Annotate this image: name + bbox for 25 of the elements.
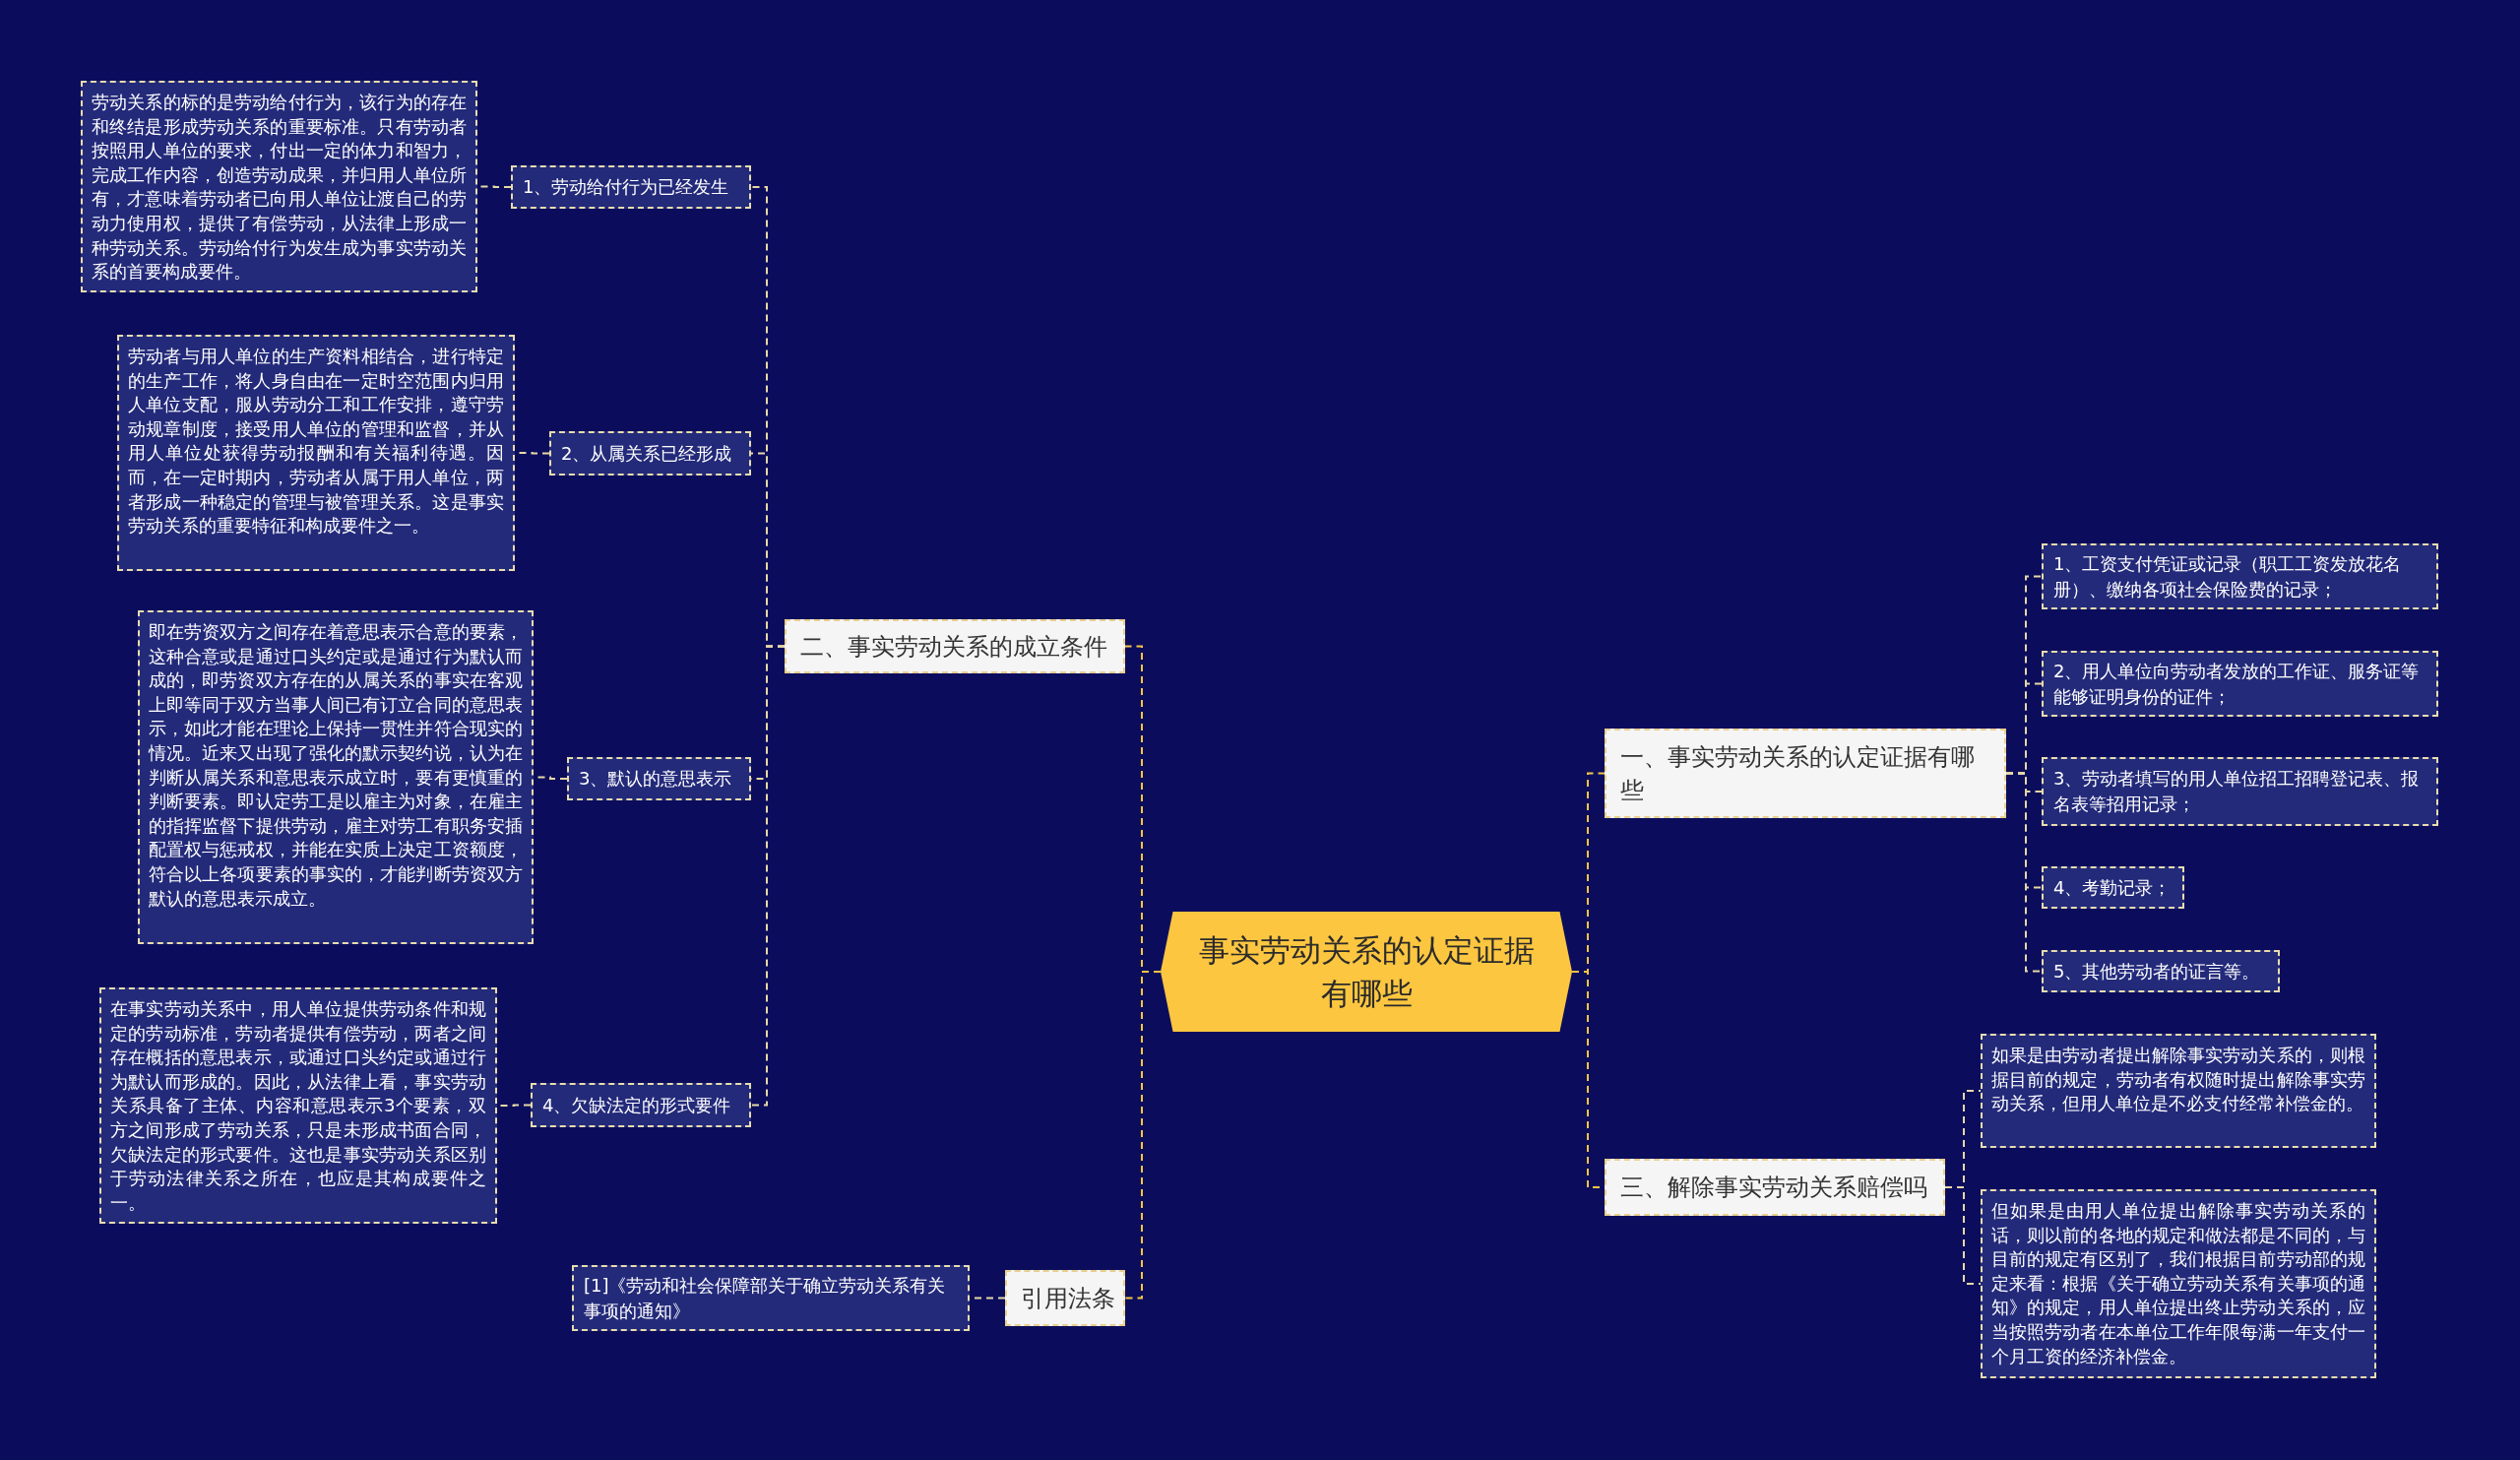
- connector-line: [750, 645, 786, 1107]
- branch-box: 引用法条: [1005, 1270, 1125, 1326]
- connector-line: [1944, 1186, 1982, 1285]
- subtopic-box: 2、从属关系已经形成: [549, 431, 751, 476]
- branch-box: 二、事实劳动关系的成立条件: [785, 619, 1125, 673]
- detail-box: 在事实劳动关系中，用人单位提供劳动条件和规定的劳动标准，劳动者提供有偿劳动，两者之间存在概括的意思表示，或通过口头约定或通过行为默认而形成的。因此，从法律上看，事实劳动关系具备了主体、内容和意思表示3个要素，双方之间形成了劳动关系，只是未形成书面合同，欠缺法定的形式要件。这也是事实劳动关系区别于劳动法律关系之所在，也应是其构成要件之一。: [99, 987, 497, 1224]
- evidence-box: 4、考勤记录；: [2042, 866, 2184, 909]
- detail-box: 如果是由劳动者提出解除事实劳动关系的，则根据目前的规定，劳动者有权随时提出解除事实劳动关系，但用人单位是不必支付经常补偿金的。: [1981, 1034, 2376, 1148]
- evidence-box: 5、其他劳动者的证言等。: [2042, 950, 2280, 992]
- reference-box: [1]《劳动和社会保障部关于确立劳动关系有关事项的通知》: [572, 1265, 970, 1331]
- evidence-box: 1、工资支付凭证或记录（职工工资发放花名册）、缴纳各项社会保险费的记录；: [2042, 543, 2438, 609]
- central-topic: 事实劳动关系的认定证据有哪些: [1161, 912, 1572, 1032]
- detail-box: 即在劳资双方之间存在着意思表示合意的要素，这种合意或是通过口头约定或是通过行为默认而成的，即劳资双方存在的从属关系的事实在客观上即等同于双方当事人间已有订立合同的意思表示，如此才能在理论上保持一贯性并符合现实的情况。近来又出现了强化的默示契约说，认为在判断从属关系和意思表示成立时，要有更慎重的判断要素。即认定劳工是以雇主为对象，在雇主的指挥监督下提供劳动，雇主对劳工有职务安插配置权与惩戒权，并能在实质上决定工资额度，符合以上各项要素的事实的，才能判断劳资双方默认的意思表示成立。: [138, 610, 534, 944]
- subtopic-box: 3、默认的意思表示: [567, 757, 751, 800]
- detail-box: 但如果是由用人单位提出解除事实劳动关系的话，则以前的各地的规定和做法都是不同的，与目前的规定有区别了，我们根据目前劳动部的规定来看：根据《关于确立劳动关系有关事项的通知》的规定，用人单位提出终止劳动关系的，应当按照劳动者在本单位工作年限每满一年支付一个月工资的经济补偿金。: [1981, 1189, 2376, 1378]
- connector-line: [2005, 772, 2043, 973]
- detail-box: 劳动者与用人单位的生产资料相结合，进行特定的生产工作，将人身自由在一定时空范围内归用人单位支配，服从劳动分工和工作安排，遵守劳动规章制度，接受用人单位的管理和监督，并从用人单位处获得劳动报酬和有关福利待遇。因而，在一定时期内，劳动者从属于用人单位，两者形成一种稳定的管理与被管理关系。这是事实劳动关系的重要特征和构成要件之一。: [117, 335, 515, 571]
- detail-box: 劳动关系的标的是劳动给付行为，该行为的存在和终结是形成劳动关系的重要标准。只有劳动者按照用人单位的要求，付出一定的体力和智力，完成工作内容，创造劳动成果，并归用人单位所有，才意味着劳动者已向用人单位让渡自己的劳动力使用权，提供了有偿劳动，从法律上形成一种劳动关系。劳动给付行为发生成为事实劳动关系的首要构成要件。: [81, 81, 477, 292]
- subtopic-box: 1、劳动给付行为已经发生: [511, 165, 751, 209]
- evidence-box: 3、劳动者填写的用人单位招工招聘登记表、报名表等招用记录；: [2042, 757, 2438, 826]
- branch-box: 一、事实劳动关系的认定证据有哪些: [1605, 729, 2006, 818]
- branch-box: 三、解除事实劳动关系赔偿吗: [1605, 1159, 1945, 1216]
- evidence-box: 2、用人单位向劳动者发放的工作证、服务证等能够证明身份的证件；: [2042, 651, 2438, 717]
- connector-line: [1124, 971, 1162, 1300]
- subtopic-box: 4、欠缺法定的形式要件: [531, 1083, 751, 1127]
